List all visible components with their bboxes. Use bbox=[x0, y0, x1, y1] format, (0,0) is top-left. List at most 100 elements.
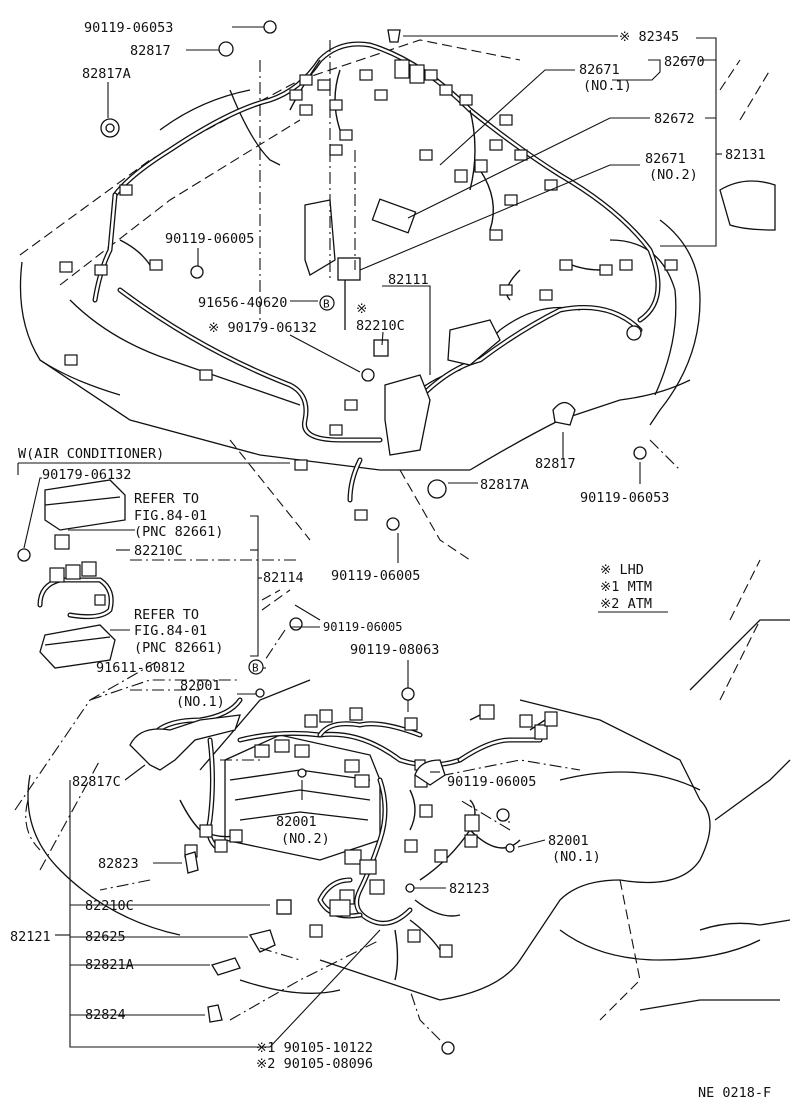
label-91611-60812: 91611-60812 bbox=[96, 660, 185, 676]
label-90179-06132-left: 90179-06132 bbox=[42, 467, 131, 483]
legend-lhd: ※ LHD bbox=[600, 562, 644, 578]
label-90119-06005-d: 90119-06005 bbox=[447, 774, 536, 790]
ground-82001-no1-b bbox=[505, 843, 515, 853]
clamp-82123 bbox=[405, 883, 415, 893]
lower-leaders bbox=[55, 626, 546, 1048]
upper-parts bbox=[100, 20, 647, 531]
clamp-82817-right bbox=[552, 401, 576, 426]
lower-parts bbox=[129, 687, 515, 1055]
label-82670: 82670 bbox=[664, 54, 705, 70]
ac-subassembly bbox=[17, 462, 321, 669]
lower-connectors bbox=[184, 704, 558, 958]
label-82210C-left: 82210C bbox=[134, 543, 183, 559]
label-82345: ※ 82345 bbox=[619, 29, 679, 45]
label-82001-no1-a-sub: (NO.1) bbox=[176, 694, 225, 710]
circle-b-markers: B B bbox=[248, 295, 335, 675]
cover-82817C bbox=[129, 714, 241, 771]
bolt-90119-06005-a bbox=[190, 265, 204, 279]
clip-82823 bbox=[184, 851, 199, 874]
label-82817-right: 82817 bbox=[535, 456, 576, 472]
label-82131: 82131 bbox=[725, 147, 766, 163]
legend: ※ LHD ※1 MTM ※2 ATM bbox=[598, 562, 668, 613]
label-82001-no1-b-sub: (NO.1) bbox=[552, 849, 601, 865]
legend-atm: ※2 ATM bbox=[600, 596, 652, 612]
bolt-90119-06053-right bbox=[633, 446, 647, 460]
circle-b-label-1: B bbox=[323, 298, 330, 311]
label-fig-2: FIG.84-01 bbox=[134, 623, 207, 639]
label-82001-no2: 82001 bbox=[276, 814, 317, 830]
label-w-air-conditioner: W(AIR CONDITIONER) bbox=[18, 446, 164, 462]
label-82823: 82823 bbox=[98, 856, 139, 872]
bolt-90119-06053-top bbox=[263, 20, 277, 34]
bolt-90119-06005-lower bbox=[496, 808, 510, 822]
label-82817C: 82817C bbox=[72, 774, 121, 790]
ground-82001-no1-a bbox=[255, 688, 265, 698]
label-91656-40620: 91656-40620 bbox=[198, 295, 287, 311]
ground-82001-no2 bbox=[297, 768, 307, 778]
clip-82821A bbox=[211, 957, 241, 976]
bolt-90105 bbox=[441, 1041, 455, 1055]
label-90119-06053-right: 90119-06053 bbox=[580, 490, 669, 506]
legend-mtm: ※1 MTM bbox=[600, 579, 652, 595]
clip-90179-06132-mid bbox=[361, 368, 375, 382]
label-90119-06005-b: 90119-06005 bbox=[323, 620, 402, 634]
upper-harness bbox=[92, 41, 661, 503]
label-82111: 82111 bbox=[388, 272, 429, 288]
part-labels: 90119-06053 82817 82817A ※ 82345 82671 (… bbox=[10, 20, 771, 1101]
bolt-90119-08063 bbox=[401, 687, 415, 701]
label-82123: 82123 bbox=[449, 881, 490, 897]
label-82210C-mid: 82210C bbox=[356, 318, 405, 334]
label-82001-no2-sub: (NO.2) bbox=[281, 831, 330, 847]
label-82210C-bottom: 82210C bbox=[85, 898, 134, 914]
label-fig-1: FIG.84-01 bbox=[134, 508, 207, 524]
clamp-82817-top bbox=[218, 41, 234, 57]
bracket-82625 bbox=[248, 929, 276, 953]
label-90179-06132-mid: ※ 90179-06132 bbox=[208, 320, 317, 336]
relay-82671-no2 bbox=[337, 257, 361, 281]
upper-leaders bbox=[107, 26, 722, 563]
relay-82672 bbox=[371, 198, 417, 234]
junction-box-82111 bbox=[384, 374, 431, 456]
connector-82210C-mid bbox=[373, 339, 389, 357]
label-90119-06005-a: 90119-06005 bbox=[165, 231, 254, 247]
label-82672: 82672 bbox=[654, 111, 695, 127]
ac-relay-box-top bbox=[44, 479, 126, 531]
label-82817A-right: 82817A bbox=[480, 477, 529, 493]
label-82817A-top: 82817A bbox=[82, 66, 131, 82]
label-82671-no1: 82671 bbox=[579, 62, 620, 78]
lower-body-outline bbox=[14, 559, 791, 1021]
label-82671-no2: 82671 bbox=[645, 151, 686, 167]
label-refer-to-1: REFER TO bbox=[134, 491, 199, 507]
bracket-82671-no1 bbox=[304, 199, 336, 276]
label-82210C-mid-mark: ※ bbox=[356, 301, 367, 317]
label-82001-no1-a: 82001 bbox=[180, 678, 221, 694]
label-90119-08063: 90119-08063 bbox=[350, 642, 439, 658]
lower-harness bbox=[147, 697, 546, 981]
label-82114: 82114 bbox=[263, 570, 304, 586]
label-90105-10122: ※1 90105-10122 bbox=[256, 1040, 373, 1056]
label-90105-08096: ※2 90105-08096 bbox=[256, 1056, 373, 1072]
label-82001-no1-b: 82001 bbox=[548, 833, 589, 849]
label-82671-no2-sub: (NO.2) bbox=[649, 167, 698, 183]
cover-82824 bbox=[207, 1004, 223, 1023]
label-82625: 82625 bbox=[85, 929, 126, 945]
label-82817-top: 82817 bbox=[130, 43, 171, 59]
label-90119-06005-upper: 90119-06005 bbox=[331, 568, 420, 584]
ac-relay-box-bottom bbox=[39, 624, 116, 669]
label-refer-to-2: REFER TO bbox=[134, 607, 199, 623]
label-pnc-1: (PNC 82661) bbox=[134, 524, 223, 540]
label-82671-no1-sub: (NO.1) bbox=[583, 78, 632, 94]
engine-block bbox=[224, 734, 381, 861]
label-pnc-2: (PNC 82661) bbox=[134, 640, 223, 656]
junction-block bbox=[447, 319, 501, 366]
connector-82210C-bottom bbox=[276, 899, 292, 915]
bolt-90119-06005-upper bbox=[386, 517, 400, 531]
label-82121: 82121 bbox=[10, 929, 51, 945]
label-90119-06053-top: 90119-06053 bbox=[84, 20, 173, 36]
clamp-82817A-right bbox=[427, 479, 447, 499]
circle-b-label-2: B bbox=[252, 662, 259, 675]
clip-82345 bbox=[387, 29, 401, 43]
label-82824: 82824 bbox=[85, 1007, 126, 1023]
figure-code: NE 0218-F bbox=[698, 1085, 771, 1101]
